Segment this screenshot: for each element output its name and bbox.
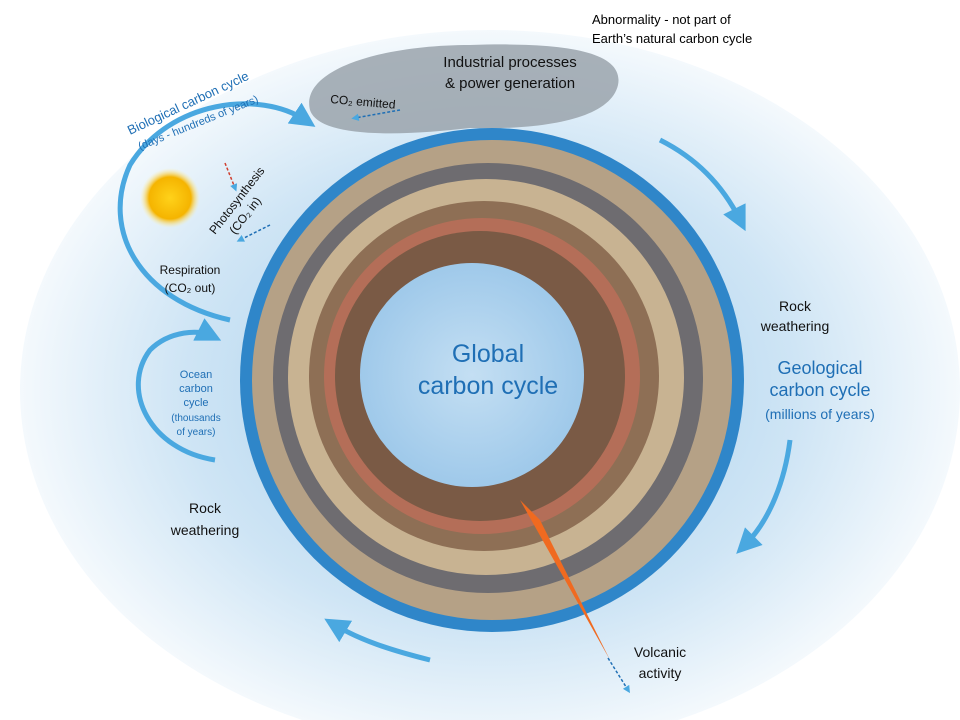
respiration-label: Respiration bbox=[160, 263, 221, 277]
magma-plume bbox=[520, 500, 610, 660]
ocean-cycle-line3: cycle bbox=[183, 397, 208, 409]
co2-emitted-label: CO₂ emitted bbox=[330, 92, 396, 112]
respiration-sub: (CO₂ out) bbox=[165, 281, 216, 295]
geological-arrow-bottom bbox=[324, 618, 431, 663]
rock-weathering-left-line1: Rock bbox=[189, 500, 222, 516]
abnormality-note-line1: Abnormality - not part of bbox=[592, 12, 731, 27]
volcanic-label-line2: activity bbox=[639, 665, 682, 681]
rock-weathering-left-line2: weathering bbox=[170, 522, 240, 538]
industrial-cloud bbox=[309, 44, 619, 134]
industrial-label-line1: Industrial processes bbox=[443, 54, 576, 71]
volcanic-label-line1: Volcanic bbox=[634, 644, 686, 660]
ocean-cycle-line2: carbon bbox=[179, 383, 213, 395]
industrial-label-line2: & power generation bbox=[445, 75, 575, 92]
ocean-cycle-line1: Ocean bbox=[180, 369, 212, 381]
respiration-arrow bbox=[236, 224, 271, 242]
rock-weathering-right-line2: weathering bbox=[760, 318, 830, 334]
rock-weathering-right-line1: Rock bbox=[779, 298, 812, 314]
abnormality-note-line2: Earth’s natural carbon cycle bbox=[592, 31, 752, 46]
earth-cross-section bbox=[240, 128, 744, 660]
geological-cycle-line1: Geological bbox=[777, 358, 862, 378]
ocean-cycle-line4: (thousands bbox=[171, 413, 220, 424]
ocean-cycle-line5: of years) bbox=[177, 427, 216, 438]
co2-emitted-arrow bbox=[351, 109, 401, 122]
volcanic-arrow bbox=[607, 657, 630, 694]
geological-arrow-right bbox=[736, 439, 793, 554]
center-title-line2: carbon cycle bbox=[418, 372, 558, 400]
ocean-cycle-arrow bbox=[135, 318, 222, 463]
center-title-line1: Global bbox=[452, 340, 524, 368]
geological-cycle-line2: carbon cycle bbox=[769, 380, 870, 400]
cycle-arrows bbox=[117, 101, 793, 663]
geological-arrow-top bbox=[658, 137, 746, 232]
photosynthesis-arrow bbox=[224, 162, 238, 192]
biological-cycle-arrow bbox=[117, 101, 316, 323]
sun-icon bbox=[140, 168, 200, 228]
geological-cycle-line3: (millions of years) bbox=[765, 406, 875, 422]
